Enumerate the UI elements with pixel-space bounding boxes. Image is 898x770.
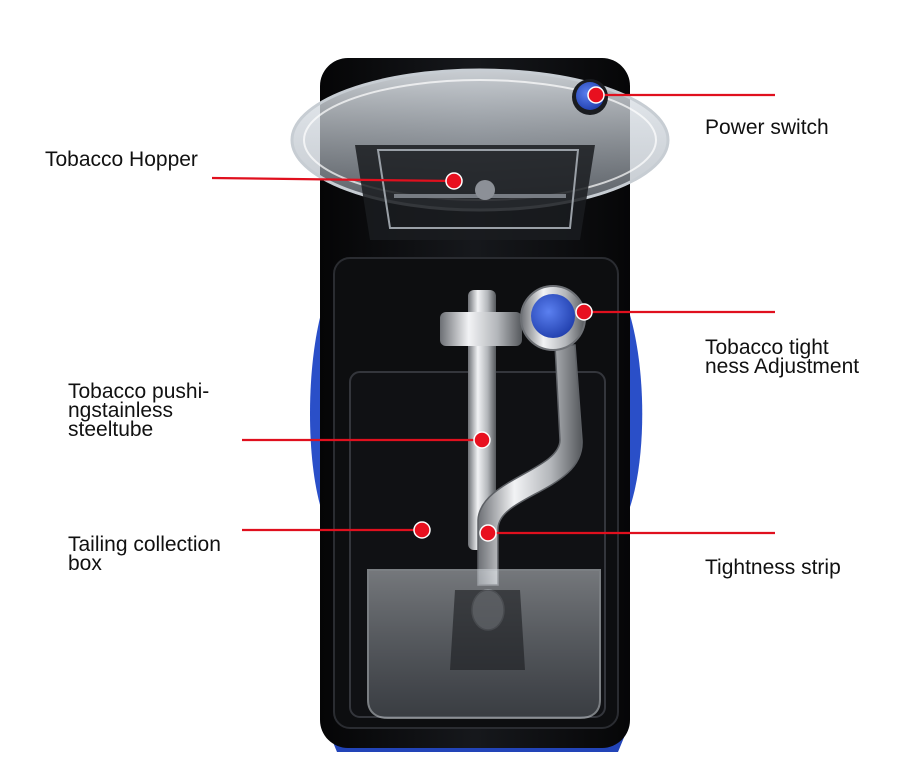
callout-dot-power-switch [587,86,605,104]
tailing-collection-tray [367,569,601,719]
leader-lines [211,93,775,535]
leader-line-tobacco-hopper [211,176,455,183]
label-tailing-box: Tailing collection box [68,533,221,575]
label-pushing-tube: Tobacco pushi- ngstainless steeltube [68,380,210,441]
callout-dot-tightness-adjustment [575,303,593,321]
callout-dot-tailing-box [413,521,431,539]
tightness-adjustment-knob [520,285,586,351]
label-power-switch: Power switch [705,116,829,139]
label-tightness-adjustment: Tobacco tight ness Adjustment [705,336,860,378]
callout-dot-tobacco-hopper [445,172,463,190]
callout-dots [413,86,605,542]
stainless-push-tube [440,290,522,550]
callout-dot-push-tube [473,431,491,449]
label-tightness-strip: Tightness strip [705,556,841,579]
callout-dot-tightness-strip [479,524,497,542]
label-tobacco-hopper: Tobacco Hopper [45,148,198,171]
